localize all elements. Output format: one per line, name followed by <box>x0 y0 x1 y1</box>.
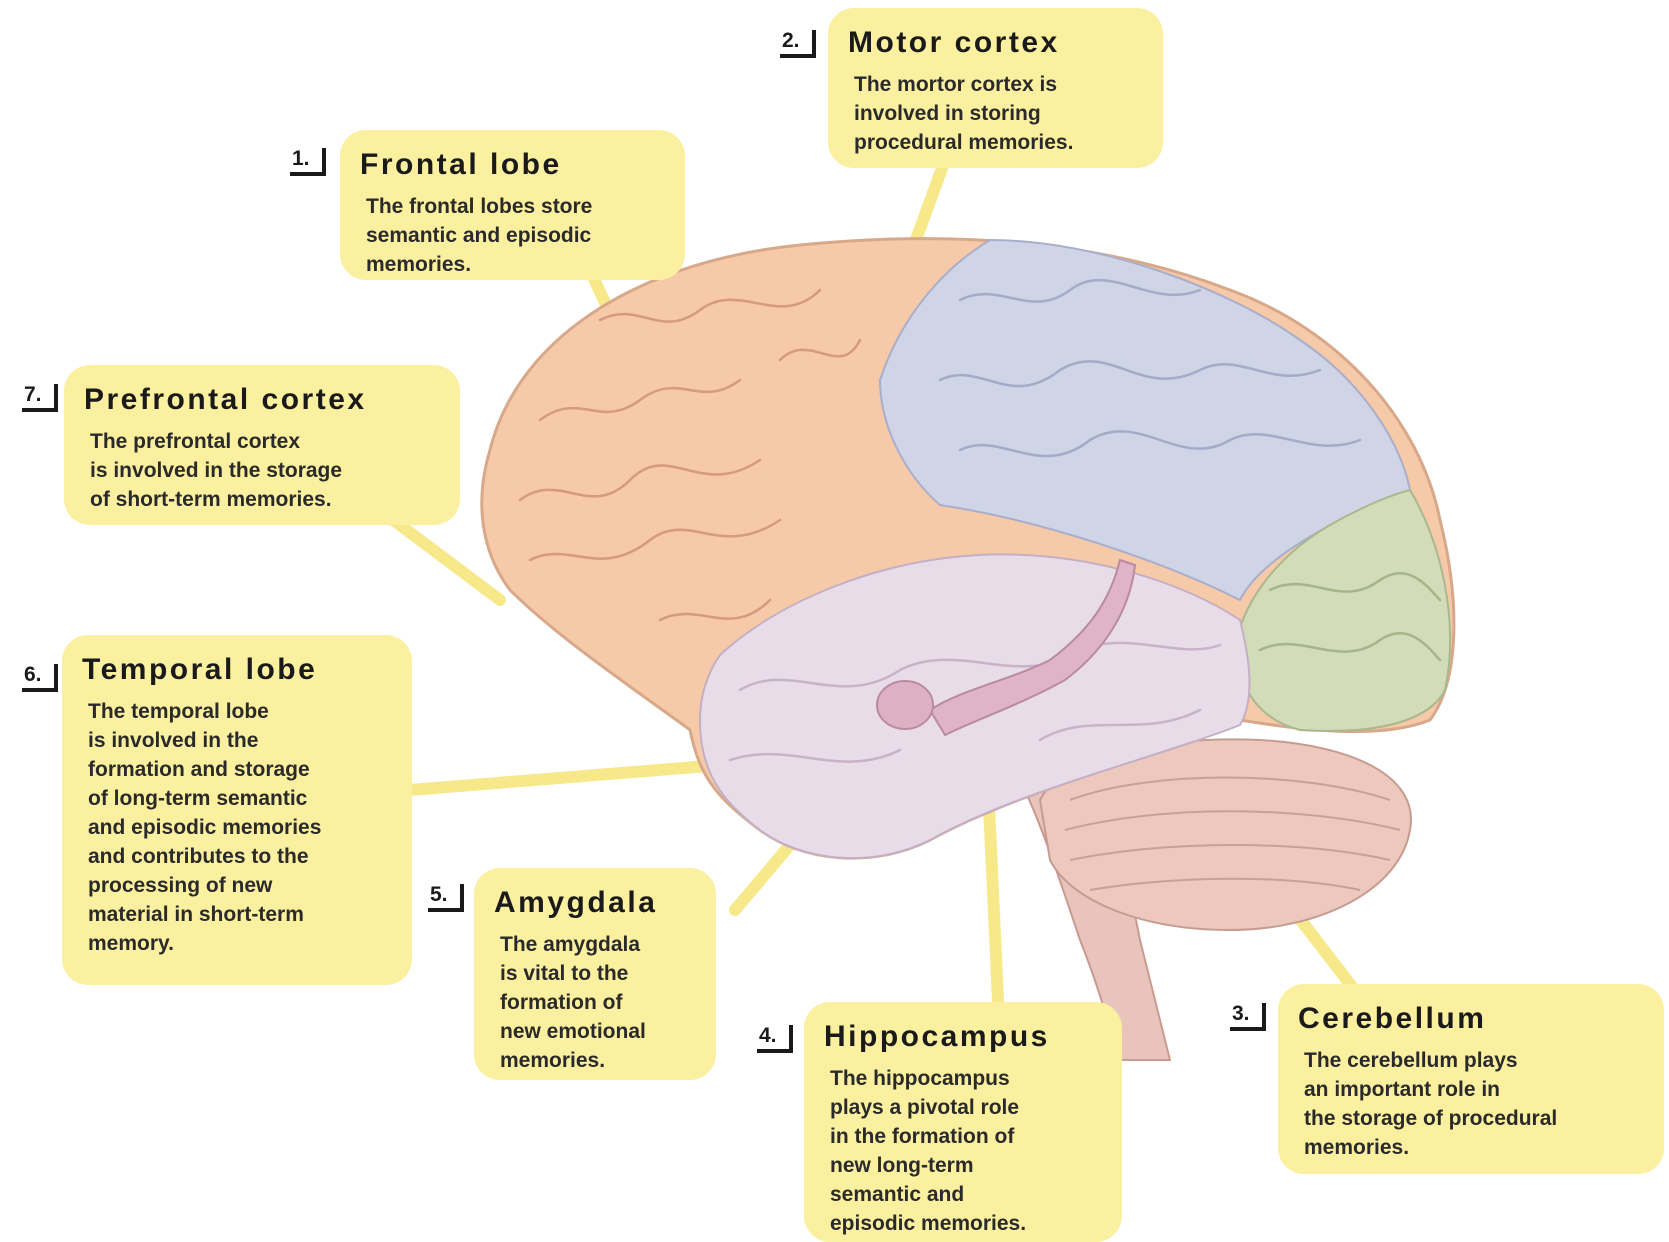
callout-body-hippocampus: The hippocampus plays a pivotal role in … <box>830 1064 1102 1238</box>
callout-prefrontal-cortex: Prefrontal cortex The prefrontal cortex … <box>64 365 460 525</box>
callout-body-amygdala: The amygdala is vital to the formation o… <box>500 930 696 1075</box>
amygdala-shape <box>877 681 933 729</box>
callout-number-temporal-lobe: 6. <box>22 664 58 692</box>
callout-number-hippocampus: 4. <box>757 1025 793 1053</box>
leader-line-temporal <box>410 765 720 790</box>
callout-title-amygdala: Amygdala <box>494 886 696 920</box>
callout-number-prefrontal-cortex: 7. <box>22 384 58 412</box>
callout-title-prefrontal-cortex: Prefrontal cortex <box>84 383 440 417</box>
callout-title-frontal-lobe: Frontal lobe <box>360 148 665 182</box>
callout-number-cerebellum: 3. <box>1230 1003 1266 1031</box>
callout-number-frontal-lobe: 1. <box>290 148 326 176</box>
callout-number-amygdala: 5. <box>428 884 464 912</box>
callout-temporal-lobe: Temporal lobe The temporal lobe is invol… <box>62 635 412 985</box>
callout-amygdala: Amygdala The amygdala is vital to the fo… <box>474 868 716 1080</box>
callout-body-motor-cortex: The mortor cortex is involved in storing… <box>854 70 1143 157</box>
callout-title-temporal-lobe: Temporal lobe <box>82 653 392 687</box>
callout-frontal-lobe: Frontal lobe The frontal lobes store sem… <box>340 130 685 280</box>
callout-motor-cortex: Motor cortex The mortor cortex is involv… <box>828 8 1163 168</box>
callout-body-prefrontal-cortex: The prefrontal cortex is involved in the… <box>90 427 440 514</box>
callout-body-frontal-lobe: The frontal lobes store semantic and epi… <box>366 192 665 279</box>
callout-number-motor-cortex: 2. <box>780 30 816 58</box>
callout-cerebellum: Cerebellum The cerebellum plays an impor… <box>1278 984 1664 1174</box>
callout-body-temporal-lobe: The temporal lobe is involved in the for… <box>88 697 392 958</box>
callout-body-cerebellum: The cerebellum plays an important role i… <box>1304 1046 1644 1162</box>
callout-title-motor-cortex: Motor cortex <box>848 26 1143 60</box>
callout-title-hippocampus: Hippocampus <box>824 1020 1102 1054</box>
callout-hippocampus: Hippocampus The hippocampus plays a pivo… <box>804 1002 1122 1242</box>
callout-title-cerebellum: Cerebellum <box>1298 1002 1644 1036</box>
